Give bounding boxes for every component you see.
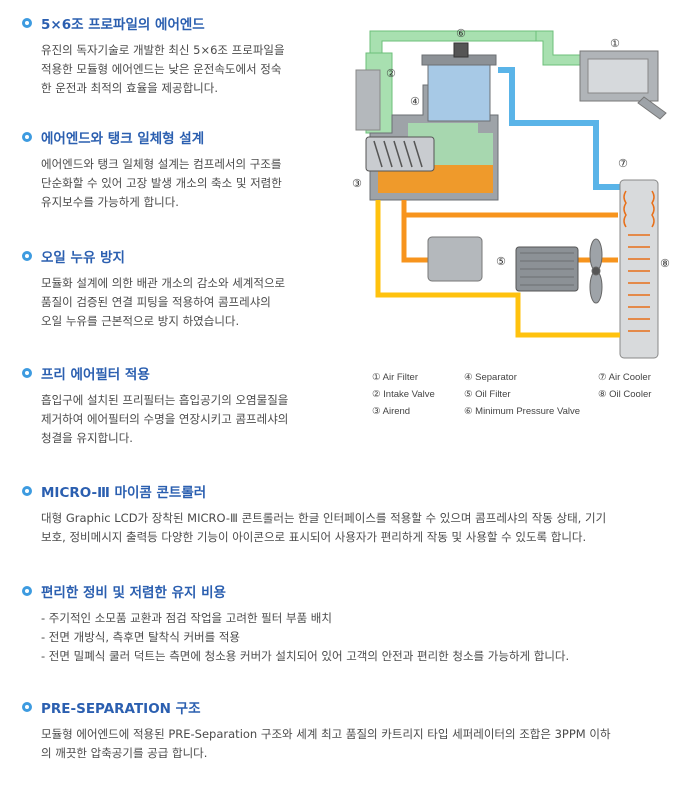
callout-3: ③ (352, 177, 362, 190)
legend-item: ⑦ Air Cooler (598, 372, 651, 383)
bullet-icon (22, 586, 32, 596)
motor-fins (520, 252, 574, 286)
bullet-icon (22, 251, 32, 261)
section-pre-separation: PRE-SEPARATION 구조 모듈형 에어엔드에 적용된 PRE-Sepa… (22, 696, 681, 763)
oil-return-line (401, 200, 618, 218)
callout-2: ② (386, 67, 396, 80)
section-oil-leak: 오일 누유 방지 모듈화 설계에 의한 배관 개소의 감소와 세계적으로 품질이… (22, 245, 341, 331)
air-intake-duct (369, 30, 537, 54)
section-title: PRE-SEPARATION 구조 (41, 701, 201, 717)
separator-element (427, 60, 491, 122)
compressed-air-line (498, 67, 624, 190)
section-body: 모듈형 에어엔드에 적용된 PRE-Separation 구조와 세계 최고 품… (41, 727, 611, 760)
section-airend-profile: 5×6조 프로파일의 에어엔드 유진의 독자기술로 개발한 최신 5×6조 프로… (22, 12, 341, 98)
cooling-fan-icon (589, 238, 603, 304)
section-body: 대형 Graphic LCD가 장착된 MICRO-Ⅲ 콘트롤러는 한글 인터페… (41, 511, 607, 544)
section-integrated-design: 에어엔드와 탱크 일체형 설계 에어엔드와 탱크 일체형 설계는 컴프레서의 구… (22, 126, 341, 212)
section-body: 모듈화 설계에 의한 배관 개소의 감소와 세계적으로 품질이 검증된 연결 피… (41, 276, 286, 328)
legend-item: ⑧ Oil Cooler (598, 389, 652, 400)
legend-item: ⑥ Minimum Pressure Valve (464, 406, 581, 417)
callout-8: ⑧ (660, 257, 670, 270)
legend-item: ② Intake Valve (372, 389, 435, 400)
bullet-icon (22, 368, 32, 378)
compressor-flow-diagram: ① ② ③ ④ ⑤ ⑥ ⑦ ⑧ (352, 27, 670, 359)
section-title: 에어엔드와 탱크 일체형 설계 (41, 131, 205, 147)
section-body: 에어엔드와 탱크 일체형 설계는 컴프레서의 구조를 단순화할 수 있어 고장 … (41, 157, 282, 209)
callout-4: ④ (410, 95, 420, 108)
callout-7: ⑦ (618, 157, 628, 170)
section-title: 5×6조 프로파일의 에어엔드 (41, 17, 205, 33)
air-filter-outlet (637, 96, 667, 120)
cooler-oil-passes (628, 234, 650, 332)
section-body: - 주기적인 소모품 교환과 점검 작업을 고려한 필터 부품 배치 - 전면 … (41, 611, 570, 663)
legend-item: ⑤ Oil Filter (464, 389, 511, 400)
oil-bypass-line (375, 200, 620, 338)
section-title: 프리 에어필터 적용 (41, 367, 150, 383)
section-title: 오일 누유 방지 (41, 250, 125, 266)
bullet-icon (22, 18, 32, 28)
callout-1: ① (610, 37, 620, 50)
oil-filter (427, 236, 483, 282)
section-micro-controller: MICRO-Ⅲ 마이콤 콘트롤러 대형 Graphic LCD가 장착된 MIC… (22, 480, 681, 547)
callout-6: ⑥ (456, 27, 466, 40)
legend-item: ④ Separator (464, 372, 517, 383)
callout-5: ⑤ (496, 255, 506, 268)
airend (365, 136, 435, 172)
bullet-icon (22, 486, 32, 496)
section-title: MICRO-Ⅲ 마이콤 콘트롤러 (41, 485, 207, 501)
oil-to-filter-line (401, 215, 428, 263)
legend-item: ③ Airend (372, 406, 411, 417)
legend-item: ① Air Filter (372, 372, 418, 383)
section-pre-filter: 프리 에어필터 적용 흡입구에 설치된 프리필터는 흡입공기의 오염물질을 제거… (22, 362, 341, 448)
section-body: 흡입구에 설치된 프리필터는 흡입공기의 오염물질을 제거하여 에어필터의 수명… (41, 393, 289, 445)
bullet-icon (22, 132, 32, 142)
section-body: 유진의 독자기술로 개발한 최신 5×6조 프로파일을 적용한 모듈형 에어엔드… (41, 43, 285, 95)
section-title: 편리한 정비 및 저렴한 유지 비용 (41, 585, 226, 601)
section-maintenance: 편리한 정비 및 저렴한 유지 비용 - 주기적인 소모품 교환과 점검 작업을… (22, 580, 681, 666)
bullet-icon (22, 702, 32, 712)
min-pressure-valve (453, 42, 469, 58)
airend-rotor (373, 140, 423, 168)
air-intake-pipe (535, 30, 581, 66)
intake-valve-housing (355, 69, 381, 131)
cooler-fins (623, 190, 655, 228)
air-filter-inner (587, 58, 649, 94)
cooler (619, 179, 659, 359)
